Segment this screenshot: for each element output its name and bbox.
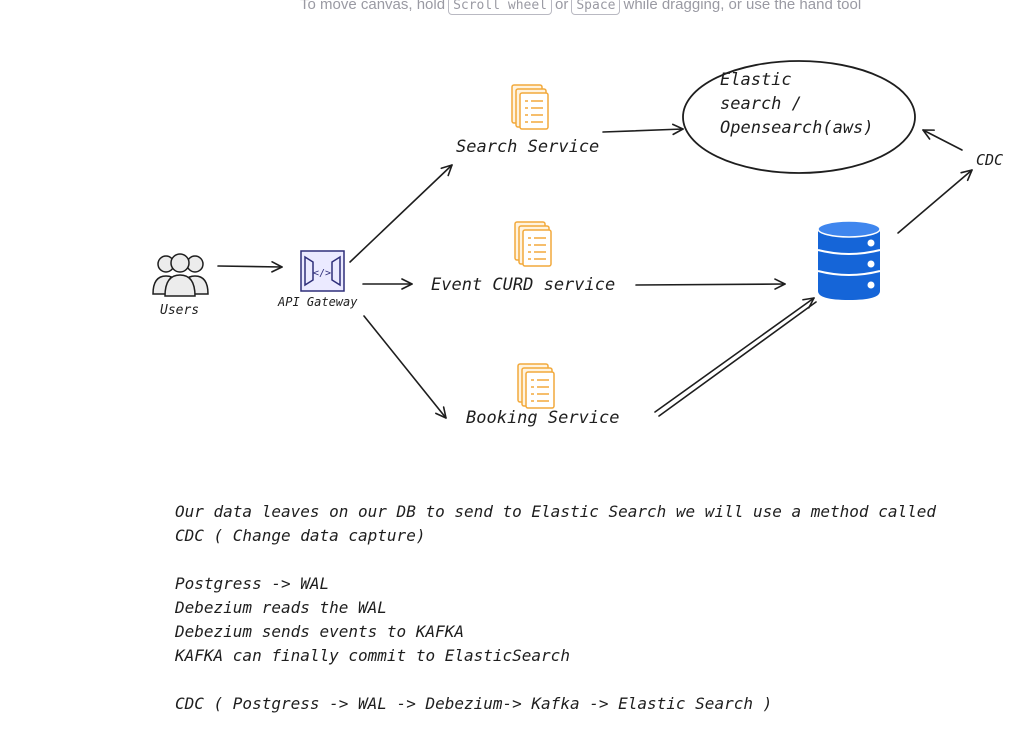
search-service-label[interactable]: Search Service: [456, 137, 600, 157]
note-line: KAFKA can finally commit to ElasticSearc…: [175, 646, 570, 665]
note-line: Debezium reads the WAL: [175, 598, 387, 617]
elastic-search-node[interactable]: [682, 60, 916, 174]
arrow-users-to-gateway: [217, 261, 283, 273]
space-key: Space: [571, 0, 621, 15]
users-icon[interactable]: [152, 253, 209, 297]
booking-service-icon[interactable]: [517, 363, 555, 409]
hint-mid: or: [555, 0, 569, 13]
elastic-label-line1: Elastic: [720, 70, 792, 90]
api-gateway-icon[interactable]: </>: [300, 250, 345, 292]
booking-service-label[interactable]: Booking Service: [466, 408, 620, 428]
note-line: CDC ( Change data capture): [175, 526, 426, 545]
hint-prefix: To move canvas, hold: [300, 0, 446, 13]
api-gateway-label: API Gateway: [278, 295, 358, 309]
cdc-explanation-note[interactable]: Our data leaves on our DB to send to Ela…: [175, 500, 936, 716]
elastic-label-line2: search /: [720, 94, 802, 114]
event-service-icon[interactable]: [514, 221, 552, 267]
note-line: Debezium sends events to KAFKA: [175, 622, 464, 641]
note-line: Our data leaves on our DB to send to Ela…: [175, 502, 936, 521]
cdc-label: CDC: [976, 151, 1004, 169]
svg-text:</>: </>: [313, 268, 331, 279]
hint-suffix: while dragging, or use the hand tool: [623, 0, 862, 13]
arrow-gateway-to-search: [349, 164, 453, 263]
arrow-gateway-to-booking: [363, 315, 447, 419]
event-service-label[interactable]: Event CURD service: [431, 275, 616, 295]
elastic-label-line3: Opensearch(aws): [720, 118, 874, 138]
search-service-icon[interactable]: [511, 84, 549, 130]
note-line: Postgress -> WAL: [175, 574, 330, 593]
arrow-cdc-to-elastic: [922, 129, 963, 151]
arrow-search-to-elastic: [602, 123, 684, 136]
scroll-wheel-key: Scroll wheel: [448, 0, 552, 15]
arrow-booking-to-db: [654, 297, 817, 417]
database-icon[interactable]: [817, 220, 881, 300]
arrow-event-to-db: [635, 278, 786, 290]
users-label: Users: [160, 303, 200, 318]
note-line: CDC ( Postgress -> WAL -> Debezium-> Kaf…: [175, 694, 773, 713]
arrow-db-to-cdc: [897, 169, 973, 234]
